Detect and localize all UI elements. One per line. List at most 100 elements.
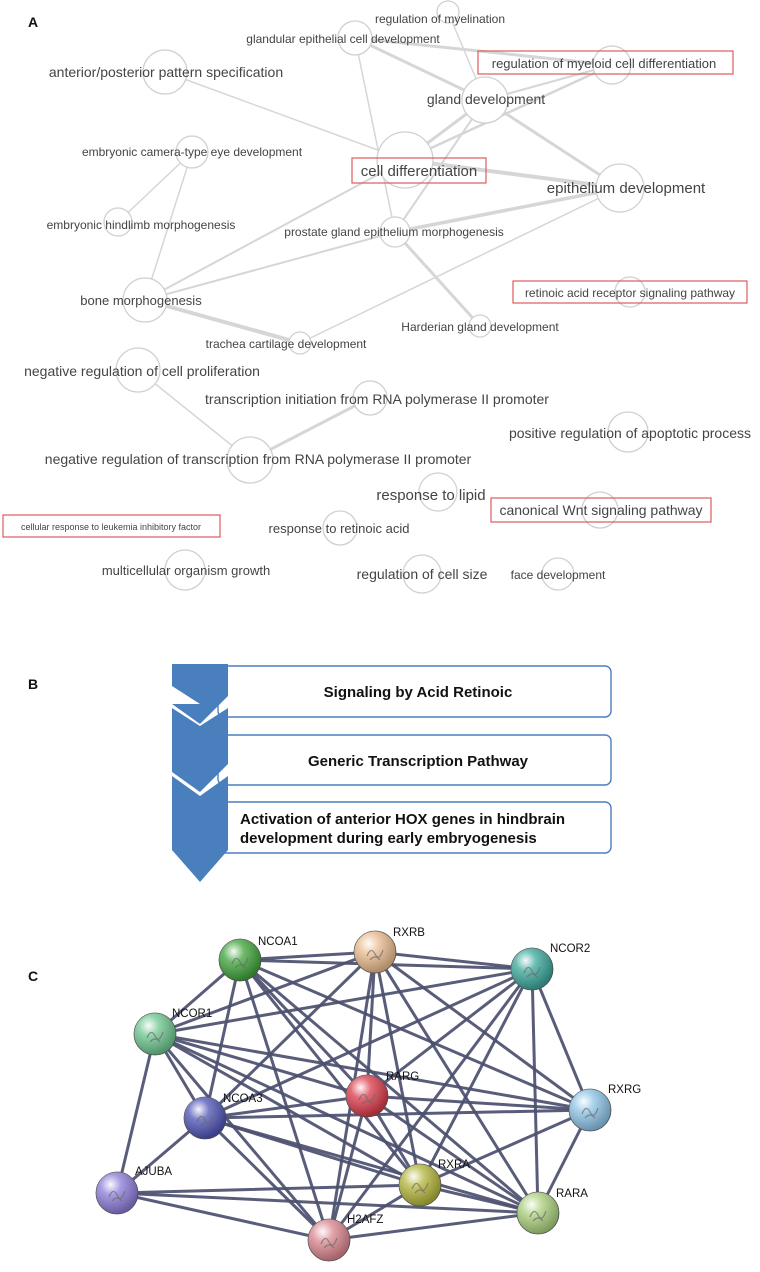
go-edge xyxy=(137,369,251,461)
protein-node-ncoa1[interactable]: NCOA1 xyxy=(218,936,298,982)
go-term-label: regulation of cell size xyxy=(357,566,488,582)
go-node xyxy=(581,491,619,529)
pathway-label: Signaling by Acid Retinoic xyxy=(324,684,513,701)
interaction-edge xyxy=(327,967,534,1242)
pathway-box xyxy=(217,665,612,718)
protein-node-ajuba[interactable]: AJUBA xyxy=(95,1166,172,1215)
protein-sphere xyxy=(516,1191,560,1235)
go-node xyxy=(595,163,645,213)
interaction-edge xyxy=(115,1183,422,1195)
protein-node-h2afz[interactable]: H2AFZ xyxy=(307,1214,383,1262)
go-node xyxy=(379,216,411,248)
sphere-highlight xyxy=(511,948,553,990)
sphere-highlight xyxy=(354,931,396,973)
go-edge xyxy=(483,98,622,190)
protein-node-rxrb[interactable]: RXRB xyxy=(353,927,425,974)
protein-sphere xyxy=(353,930,397,974)
go-node xyxy=(164,549,206,591)
highlight-box xyxy=(477,50,734,75)
go-edge xyxy=(299,187,621,344)
interaction-edge xyxy=(238,958,369,1098)
chevron-arrow xyxy=(172,776,228,882)
go-term-label: negative regulation of cell proliferatio… xyxy=(24,363,260,379)
interaction-edge xyxy=(365,950,377,1098)
protein-label: RARA xyxy=(556,1188,588,1200)
pathway-label: Activation of anterior HOX genes in hind… xyxy=(240,811,565,828)
interaction-edge xyxy=(373,950,540,1215)
sphere-highlight xyxy=(569,1089,611,1131)
go-term-label: regulation of myeloid cell differentiati… xyxy=(492,56,717,71)
go-node xyxy=(122,277,168,323)
ppi-edges xyxy=(115,950,592,1242)
protein-sphere xyxy=(307,1218,351,1262)
protein-node-ncor2[interactable]: NCOR2 xyxy=(510,943,590,991)
go-term-label: response to lipid xyxy=(376,487,485,504)
protein-node-rxra[interactable]: RXRA xyxy=(398,1159,470,1207)
interaction-edge xyxy=(238,958,534,971)
protein-node-ncoa3[interactable]: NCOA3 xyxy=(183,1093,263,1140)
sphere-highlight xyxy=(219,939,261,981)
interaction-edge xyxy=(327,1183,422,1242)
sphere-highlight xyxy=(346,1075,388,1117)
go-term-label: glandular epithelial cell development xyxy=(246,32,440,46)
chevron-arrow xyxy=(172,708,228,792)
interaction-edge xyxy=(365,1094,592,1112)
go-node xyxy=(337,20,373,56)
go-node xyxy=(607,411,649,453)
interaction-edge xyxy=(153,1032,540,1215)
go-edge xyxy=(143,298,302,345)
interaction-edge xyxy=(203,1094,369,1120)
go-edges xyxy=(117,11,622,462)
interaction-edge xyxy=(238,958,422,1187)
go-edge xyxy=(393,230,482,328)
go-node xyxy=(541,557,575,591)
go-edge xyxy=(164,71,406,161)
go-term-label: anterior/posterior pattern specification xyxy=(49,64,283,80)
go-edge xyxy=(403,63,614,162)
go-edge xyxy=(354,37,396,233)
go-term-label: gland development xyxy=(427,91,545,107)
go-node xyxy=(468,314,492,338)
go-edge xyxy=(117,151,193,223)
protein-sphere xyxy=(218,938,262,982)
protein-sphere xyxy=(95,1171,139,1215)
highlight-box xyxy=(351,157,487,184)
interaction-edge xyxy=(153,1032,422,1187)
structure-glyph xyxy=(523,966,541,978)
interaction-edge xyxy=(153,1032,369,1098)
go-term-label: epithelium development xyxy=(547,180,706,197)
structure-glyph xyxy=(231,957,249,969)
protein-label: RARG xyxy=(386,1071,419,1083)
protein-node-rara[interactable]: RARA xyxy=(516,1188,588,1235)
interaction-edge xyxy=(530,967,540,1215)
interaction-edge xyxy=(418,1183,540,1215)
go-term-label: transcription initiation from RNA polyme… xyxy=(205,391,549,407)
protein-label: NCOA3 xyxy=(223,1093,263,1105)
protein-label: NCOA1 xyxy=(258,936,298,948)
go-edge xyxy=(144,231,396,301)
protein-sphere xyxy=(133,1012,177,1056)
go-term-label: regulation of myelination xyxy=(375,12,505,26)
interaction-edge xyxy=(418,967,534,1187)
structure-glyph xyxy=(366,949,384,961)
go-node xyxy=(614,276,646,308)
protein-node-ncor1[interactable]: NCOR1 xyxy=(133,1008,212,1056)
go-node xyxy=(418,472,458,512)
interaction-edge xyxy=(153,967,534,1036)
protein-label: RXRG xyxy=(608,1084,641,1096)
interaction-edge xyxy=(238,958,592,1112)
protein-node-rarg[interactable]: RARG xyxy=(345,1071,419,1118)
pathway-label: development during early embryogenesis xyxy=(240,830,537,847)
protein-node-rxrg[interactable]: RXRG xyxy=(568,1084,641,1132)
interaction-edge xyxy=(153,1032,331,1242)
structure-glyph xyxy=(320,1237,338,1249)
go-term-label: embryonic hindlimb morphogenesis xyxy=(47,218,236,232)
highlight-box xyxy=(490,497,712,523)
structure-glyph xyxy=(411,1182,429,1194)
structure-glyph xyxy=(358,1093,376,1105)
panel-label-c: C xyxy=(28,968,39,984)
go-term-label: cellular response to leukemia inhibitory… xyxy=(21,522,201,532)
pathway-box xyxy=(217,734,612,786)
interaction-edge xyxy=(238,958,540,1215)
chevron-arrow xyxy=(172,664,228,724)
